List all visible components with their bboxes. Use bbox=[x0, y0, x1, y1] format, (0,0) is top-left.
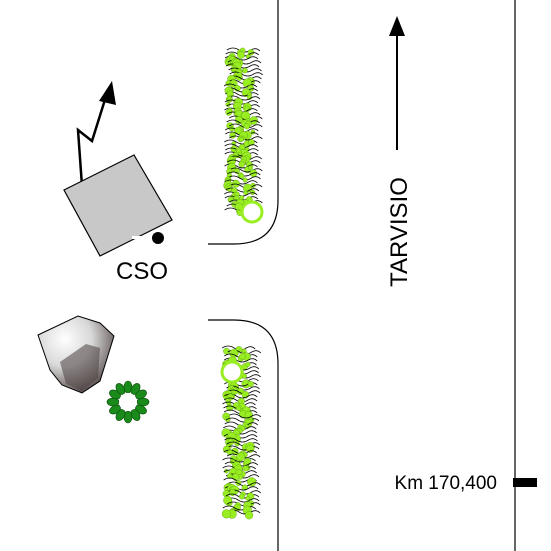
direction-arrow-icon bbox=[389, 16, 405, 150]
hedge-icon bbox=[223, 47, 264, 224]
road-edge-upper bbox=[208, 0, 279, 245]
road-edges bbox=[208, 0, 516, 551]
km-label: Km 170,400 bbox=[395, 473, 497, 494]
antenna-zigzag-arrow-icon bbox=[76, 81, 116, 187]
hedge-icon bbox=[220, 345, 262, 520]
bush-icon bbox=[106, 380, 150, 424]
rock-icon bbox=[37, 315, 115, 394]
station-label: CSO bbox=[116, 258, 168, 285]
building-icon bbox=[63, 154, 173, 257]
road-edge-lower bbox=[208, 319, 279, 551]
km-marker-icon bbox=[513, 478, 537, 487]
direction-label: TARVISIO bbox=[386, 177, 413, 287]
